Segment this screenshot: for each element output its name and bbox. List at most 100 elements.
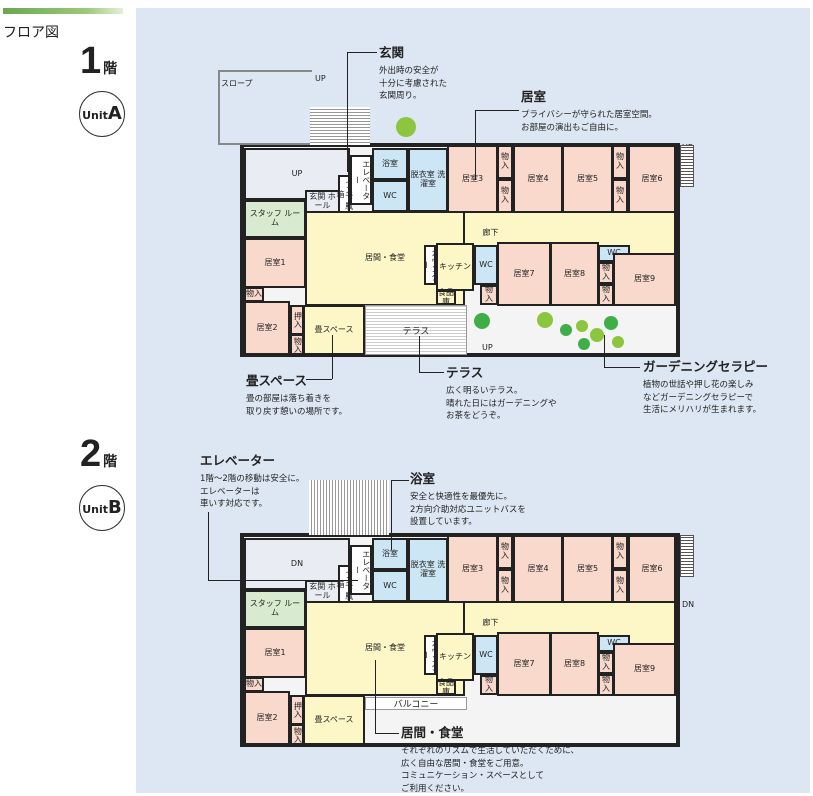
leader-line: [347, 52, 348, 172]
annotation-text: 2方向介助対応ユニットバスを: [410, 504, 526, 515]
annotation-text: 車いす対応です。: [200, 499, 268, 510]
storage: 物入: [244, 677, 264, 692]
exterior-stair: [680, 535, 694, 577]
annotation-text: 広く明るいテラス。: [446, 385, 523, 396]
room-3: 居室3: [447, 145, 498, 213]
storage: 物入: [612, 145, 628, 179]
balcony: バルコニー: [365, 697, 467, 710]
annotation-text: 居間・食堂: [401, 725, 464, 740]
bath: 浴室: [372, 538, 408, 570]
annotation-text: 畳スペース: [246, 373, 308, 388]
storage: 物入: [290, 724, 304, 745]
tree-icon: [474, 313, 490, 329]
annotation-text: 安全と快適性を最優先に。: [410, 491, 513, 502]
annotation-text: エレベーター: [200, 453, 276, 468]
leader-line: [475, 110, 476, 180]
storage: 物入: [598, 284, 614, 306]
annotation-text: 植物の世話や押し花の楽しみ: [643, 379, 754, 390]
dressing: 脱衣室 洗濯室: [408, 538, 448, 602]
tree-icon: [576, 320, 588, 332]
room-9: 居室9: [613, 253, 676, 306]
room-5: 居室5: [562, 535, 613, 603]
staff-room: スタッフ ルーム: [244, 200, 306, 238]
leader-line: [347, 52, 377, 53]
unit-letter: A: [107, 103, 122, 124]
unit-b-badge: UnitB: [79, 485, 125, 531]
storage: 物入: [290, 334, 304, 355]
closet: 押入: [290, 695, 304, 725]
exterior-stair: [680, 145, 694, 187]
annotation-text: 居室: [521, 89, 547, 104]
annotation-text: テラス: [446, 365, 484, 380]
annotation-text: 浴室: [410, 471, 436, 486]
tree-icon: [612, 336, 624, 348]
tree-icon: [590, 328, 604, 342]
terrace: テラス: [365, 305, 467, 355]
leader-line: [604, 367, 640, 368]
leader-line: [419, 372, 444, 373]
elevator: エレベーター: [350, 155, 372, 205]
leader-line: [208, 512, 209, 580]
annotation-text: お茶をどうぞ。: [446, 411, 506, 422]
annotation-text: 玄関周り。: [379, 91, 422, 102]
annotation-tatami: 畳スペース畳の部屋は落ち着きを取り戻す憩いの場所です。: [246, 372, 347, 418]
annotation-text: プライバシーが守られた居室空間。: [521, 109, 657, 120]
leader-line: [208, 580, 358, 581]
room-2: 居室2: [244, 301, 290, 355]
slope-label: スロープ: [221, 79, 253, 88]
staff-room: スタッフ ルーム: [244, 590, 306, 628]
room-6: 居室6: [628, 145, 676, 213]
floor-suffix: 階: [103, 60, 118, 76]
annotation-text: 生活にメリハリが生まれます。: [643, 405, 762, 416]
elevator: エレベーター: [350, 545, 372, 595]
pantry: 食品庫: [436, 287, 456, 306]
storage: 物入: [612, 179, 628, 213]
floor-suffix: 階: [103, 453, 118, 469]
closet: 押入: [290, 305, 304, 335]
dressing: 脱衣室 洗濯室: [408, 148, 448, 212]
tatami-space: 畳スペース: [303, 695, 365, 745]
annotation-bath: 浴室安全と快適性を最優先に。2方向介助対応ユニットバスを設置しています。: [410, 470, 526, 529]
annotation-text: などガーデニングセラピーで: [643, 392, 753, 403]
annotation-text: それぞれのリズムで生活していただくために、: [401, 745, 579, 756]
room-1: 居室1: [244, 628, 306, 678]
annotation-text: 畳の部屋は落ち着きを: [246, 393, 332, 404]
annotation-text: 外出時の安全が: [379, 65, 439, 76]
storage: 物入: [497, 569, 513, 603]
annotation-text: コミュニケーション・スペースとして: [401, 771, 545, 782]
chair-storage: イス下駄箱: [336, 565, 354, 603]
tatami-space: 畳スペース: [303, 305, 365, 355]
storage: 物入: [598, 262, 614, 284]
unit-prefix: Unit: [82, 503, 109, 516]
leader-line: [391, 480, 409, 481]
page-title: フロア図: [3, 25, 59, 41]
annotation-room: 居室プライバシーが守られた居室空間。お部屋の演出もご自由に。: [521, 88, 657, 134]
tree-icon: [396, 117, 416, 137]
leader-line: [604, 335, 605, 367]
storage: 物入: [612, 535, 628, 569]
wc-2: WC: [474, 245, 498, 285]
kitchen: キッチン: [436, 633, 474, 681]
counter: カウンター: [422, 635, 440, 675]
storage: 物入: [497, 145, 513, 179]
storage: 物入: [244, 287, 264, 302]
storage: 物入: [480, 285, 498, 305]
wc-2: WC: [474, 635, 498, 675]
room-4: 居室4: [513, 145, 563, 213]
entrance-hall: 玄関 ホール: [305, 580, 340, 604]
annotation-living: 居間・食堂それぞれのリズムで生活していただくために、広く自由な居間・食堂をご用意…: [401, 724, 579, 796]
room-5: 居室5: [562, 145, 613, 213]
room-7: 居室7: [497, 242, 551, 306]
tree-icon: [578, 338, 590, 350]
leader-line: [475, 110, 519, 111]
annotation-entrance: 玄関外出時の安全が十分に考慮された玄関周り。: [379, 44, 447, 103]
room-8: 居室8: [550, 242, 599, 306]
bath: 浴室: [372, 148, 408, 180]
storage: 物入: [612, 569, 628, 603]
annotation-text: お部屋の演出もご自由に。: [521, 122, 624, 133]
kitchen: キッチン: [436, 243, 474, 291]
room-9: 居室9: [613, 643, 676, 696]
